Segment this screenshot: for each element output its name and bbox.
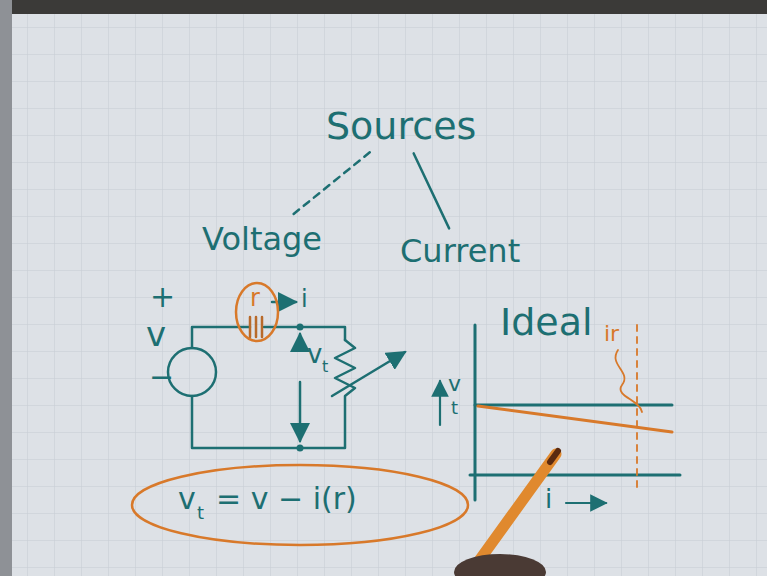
hand	[454, 554, 546, 576]
symbol-label: = v − i(r)	[216, 482, 357, 515]
branch-line	[414, 153, 449, 228]
symbol-label: t	[197, 503, 204, 523]
symbol-label: v	[146, 316, 166, 353]
symbol-label: i	[301, 286, 308, 312]
symbol-label: v	[307, 340, 322, 369]
symbol-label: v	[448, 372, 461, 396]
category-node: Sources	[322, 104, 480, 150]
axis-arrow	[566, 502, 606, 504]
dashed-marker	[636, 325, 638, 492]
horizontal-axis	[470, 474, 680, 477]
symbol-label: r	[250, 285, 260, 311]
node-title: Sources	[326, 106, 476, 148]
top-dark-band	[0, 0, 767, 14]
highlight-circle	[236, 283, 278, 341]
branch-line	[289, 152, 369, 217]
node-dot	[297, 324, 304, 331]
symbol-label: −	[149, 360, 174, 393]
voltage-source-symbol	[168, 348, 216, 396]
real-source-line	[478, 406, 672, 432]
ideal-line	[475, 404, 672, 407]
left-shadow-band	[0, 0, 12, 576]
variable-arrow	[332, 352, 405, 396]
symbol-label: t	[451, 398, 458, 418]
axis-arrow	[439, 381, 441, 425]
terminal-voltage-arrow	[299, 382, 302, 441]
pen-tip	[550, 451, 558, 462]
leader-line	[616, 350, 642, 412]
symbol-label: Ideal	[500, 302, 593, 344]
symbol-label: +	[150, 280, 175, 313]
node-title: Voltage	[202, 222, 322, 257]
internal-resistance-symbol	[250, 317, 262, 337]
circuit	[168, 302, 405, 448]
category-node: Current	[396, 232, 524, 271]
symbol-label: t	[322, 358, 328, 376]
wire	[264, 327, 345, 340]
terminal-voltage-arrow	[299, 334, 302, 347]
node-dot	[297, 445, 304, 452]
symbol-label: v	[178, 482, 196, 515]
equation-highlight	[132, 465, 468, 545]
characteristic-graph	[440, 325, 680, 503]
category-node: Voltage	[198, 220, 326, 259]
node-title: Current	[400, 234, 520, 269]
symbol-label: ir	[604, 322, 619, 346]
symbol-label: i	[545, 485, 552, 514]
load-resistor-symbol	[192, 340, 355, 448]
